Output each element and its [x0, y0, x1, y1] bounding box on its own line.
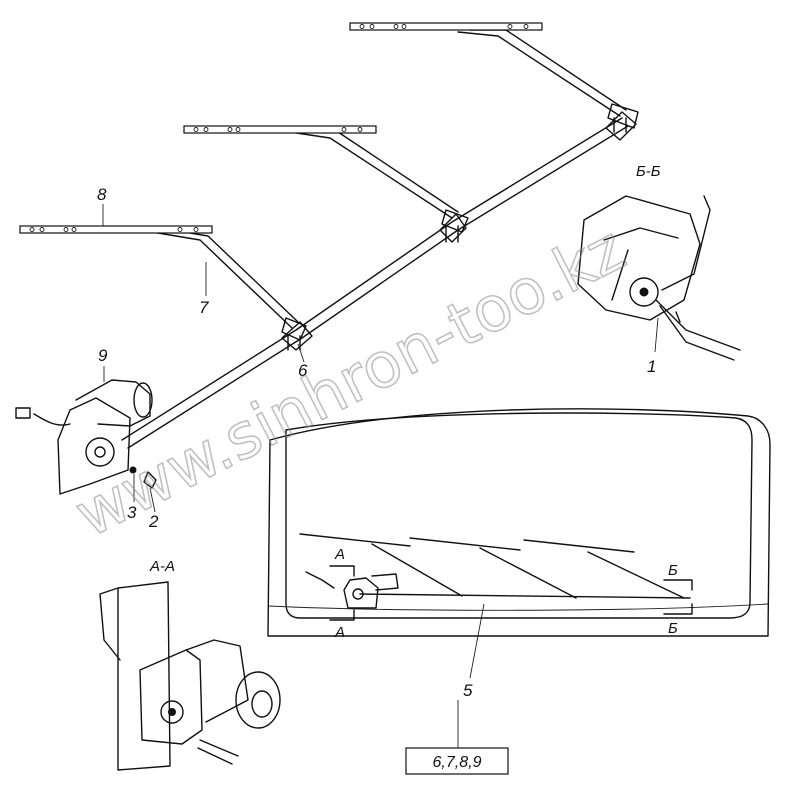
- section-aa-detail: [99, 581, 281, 771]
- section-aa-title: А-А: [149, 558, 175, 575]
- label-part-5: 5: [463, 681, 473, 700]
- marker-a-bottom: А: [334, 624, 345, 641]
- windshield-overview: [267, 408, 771, 637]
- watermark-text: www.sinhron-too.kz: [64, 212, 636, 552]
- parts-box-label: 6,7,8,9: [433, 754, 482, 771]
- label-part-2: 2: [148, 512, 159, 531]
- section-bb-detail: [577, 195, 741, 361]
- parts-box: [405, 747, 509, 775]
- marker-a-top: А: [334, 546, 345, 563]
- label-part-1: 1: [647, 357, 656, 376]
- label-part-9: 9: [98, 346, 108, 365]
- wiper-motor-icon: [15, 379, 157, 495]
- label-part-7: 7: [199, 298, 209, 317]
- wiper-linkage-icon: [121, 111, 637, 449]
- leader-lines: [102, 204, 659, 679]
- section-bb-title: Б-Б: [636, 163, 661, 180]
- label-part-8: 8: [97, 185, 107, 204]
- label-part-3: 3: [127, 503, 137, 522]
- marker-b-bottom: Б: [668, 620, 678, 637]
- marker-b-top: Б: [668, 562, 678, 579]
- wiper-blade-icon: [19, 22, 543, 234]
- label-part-6: 6: [298, 361, 308, 380]
